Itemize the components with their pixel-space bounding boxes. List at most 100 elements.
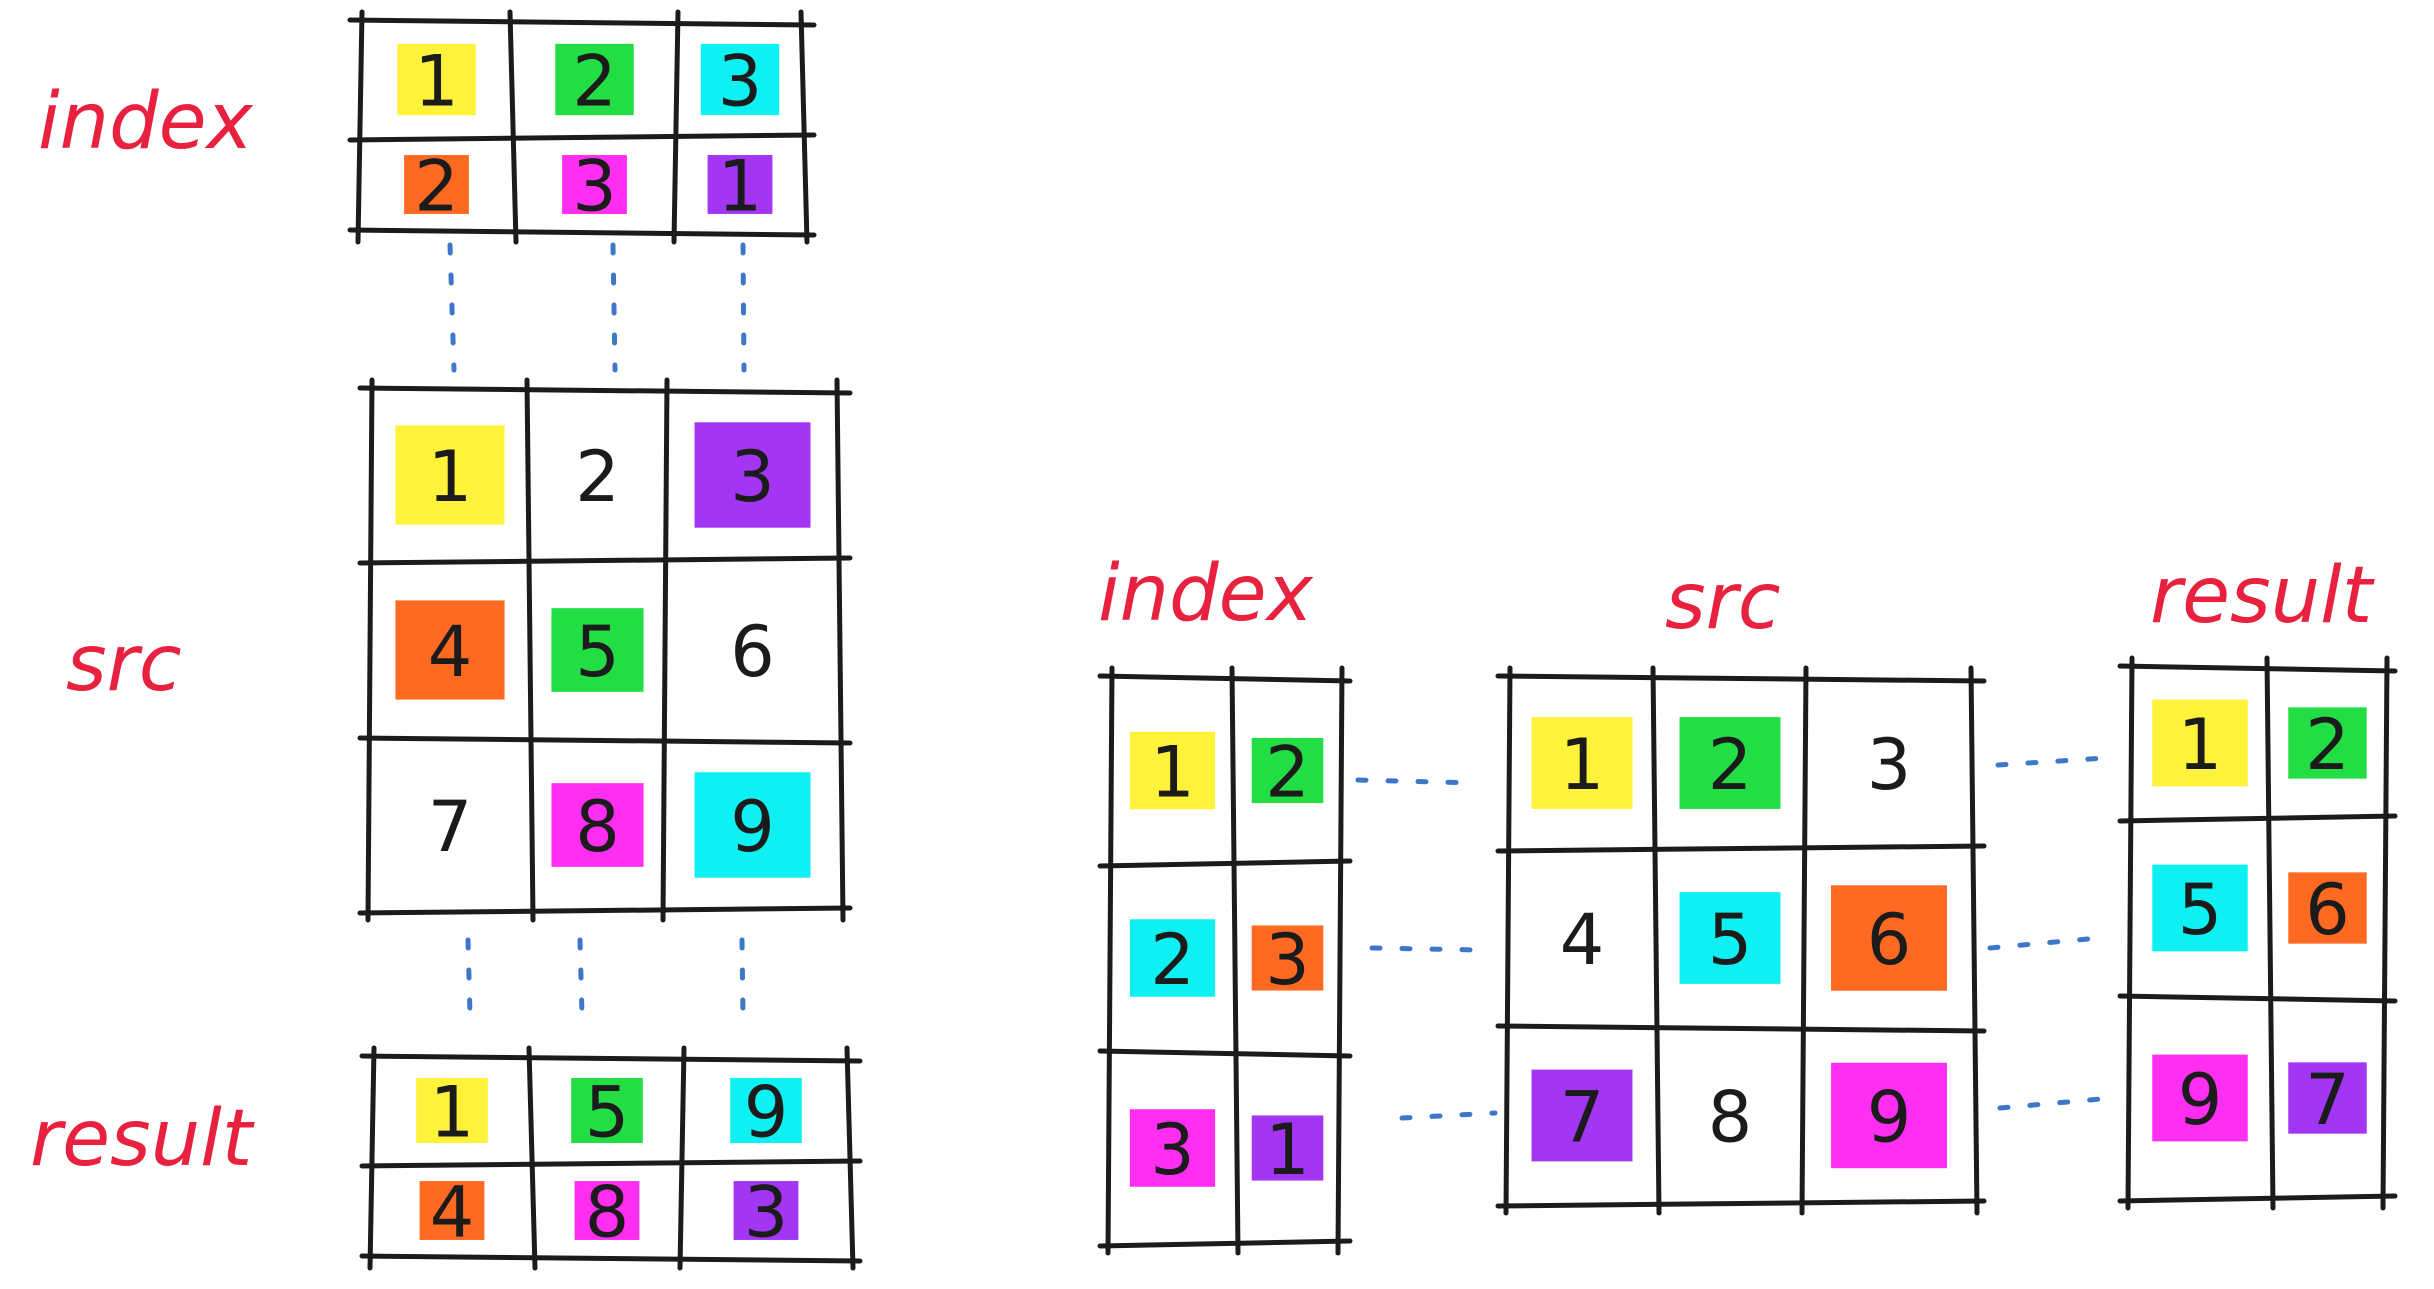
cell-value: 1: [1150, 732, 1195, 814]
grid-line: [367, 1045, 377, 1271]
grid-line: [1503, 665, 1513, 1216]
grid-line: [347, 132, 817, 143]
cell-value: 4: [428, 611, 473, 693]
grid-line: [2117, 813, 2398, 824]
connector-line: [1399, 1110, 1498, 1121]
grid-line: [359, 1053, 863, 1064]
grid-line: [2117, 993, 2398, 1004]
connector-line: [577, 937, 585, 1018]
cell-highlight: [574, 1181, 640, 1240]
cell-highlight: [730, 1077, 802, 1144]
grid-line: [2380, 655, 2390, 1211]
grid-line: [1799, 665, 1809, 1216]
grid-line: [844, 1045, 856, 1271]
cell-highlight: [419, 1181, 485, 1240]
cell-highlight: [1531, 1069, 1633, 1162]
cell-value: 7: [428, 786, 473, 868]
cell-highlight: [404, 155, 469, 214]
grid-line: [1968, 665, 1980, 1216]
grid-line: [1097, 1238, 1353, 1249]
right-result-label: result: [2150, 551, 2375, 641]
cell-value: 2: [1708, 724, 1753, 806]
cell-value: 6: [2305, 869, 2350, 951]
grid-line: [1097, 858, 1353, 869]
cell-highlight: [551, 608, 644, 692]
grid-line: [357, 905, 853, 916]
cell-value: 5: [1708, 899, 1753, 981]
grid-line: [1495, 1023, 1987, 1034]
connector-line: [1997, 1095, 2115, 1111]
cell-highlight: [571, 1077, 643, 1144]
cell-value: 2: [572, 41, 617, 123]
connector-line: [740, 242, 747, 373]
grid-line: [660, 377, 670, 923]
cell-value: 7: [1560, 1077, 1605, 1159]
connector-line: [465, 937, 473, 1018]
cell-value: 2: [2305, 704, 2350, 786]
grid-line: [1335, 665, 1345, 1256]
grid-line: [2264, 655, 2276, 1211]
cell-value: 1: [428, 436, 473, 518]
grid-line: [359, 1158, 863, 1169]
cell-value: 1: [1265, 1109, 1310, 1191]
cell-highlight: [2288, 1062, 2367, 1134]
cell-value: 4: [1560, 899, 1605, 981]
cell-highlight: [1129, 919, 1216, 997]
cell-value: 8: [575, 786, 620, 868]
cell-value: 6: [730, 611, 775, 693]
cell-highlight: [2288, 707, 2367, 779]
cell-highlight: [562, 155, 627, 214]
cell-highlight: [1531, 717, 1633, 809]
cell-value: 3: [718, 41, 763, 123]
grid-line: [524, 377, 536, 923]
cell-value: 2: [575, 436, 620, 518]
grid-line: [2117, 663, 2398, 674]
grid-line: [357, 735, 853, 746]
cell-value: 8: [1708, 1077, 1753, 1159]
cell-value: 9: [744, 1072, 789, 1154]
grid-line: [507, 9, 519, 245]
left-src-label: src: [66, 619, 182, 709]
cell-value: 3: [1265, 919, 1310, 1001]
cell-highlight: [694, 422, 811, 528]
cell-value: 5: [585, 1072, 630, 1154]
grid-line: [2125, 655, 2135, 1211]
cell-highlight: [2152, 699, 2248, 787]
grid-line: [677, 1045, 687, 1271]
grid-line: [671, 9, 681, 245]
connector-line: [739, 937, 746, 1018]
grid-line: [1650, 665, 1662, 1216]
cell-value: 2: [414, 146, 459, 228]
grid-line: [1097, 1048, 1353, 1059]
cell-highlight: [2288, 872, 2367, 944]
grid-line: [526, 1045, 538, 1271]
connector-line: [1355, 777, 1478, 786]
grid-line: [347, 17, 817, 28]
cell-highlight: [397, 43, 476, 116]
right-src-label: src: [1665, 557, 1781, 647]
cell-value: 3: [730, 436, 775, 518]
grid-line: [1495, 673, 1987, 684]
connector-line: [1995, 755, 2108, 768]
cell-value: 8: [585, 1172, 630, 1254]
cell-highlight: [1251, 925, 1324, 991]
cell-value: 4: [430, 1172, 475, 1254]
grid-line: [359, 1253, 863, 1264]
connector-line: [1987, 935, 2101, 951]
left-result-label: result: [30, 1094, 255, 1184]
cell-highlight: [700, 43, 780, 116]
cell-value: 2: [1150, 919, 1195, 1001]
grid-line: [1097, 673, 1353, 684]
cell-value: 3: [1867, 724, 1912, 806]
cell-highlight: [1129, 1109, 1216, 1187]
cell-highlight: [733, 1181, 799, 1240]
cell-highlight: [395, 600, 505, 700]
connector-line: [447, 242, 457, 373]
